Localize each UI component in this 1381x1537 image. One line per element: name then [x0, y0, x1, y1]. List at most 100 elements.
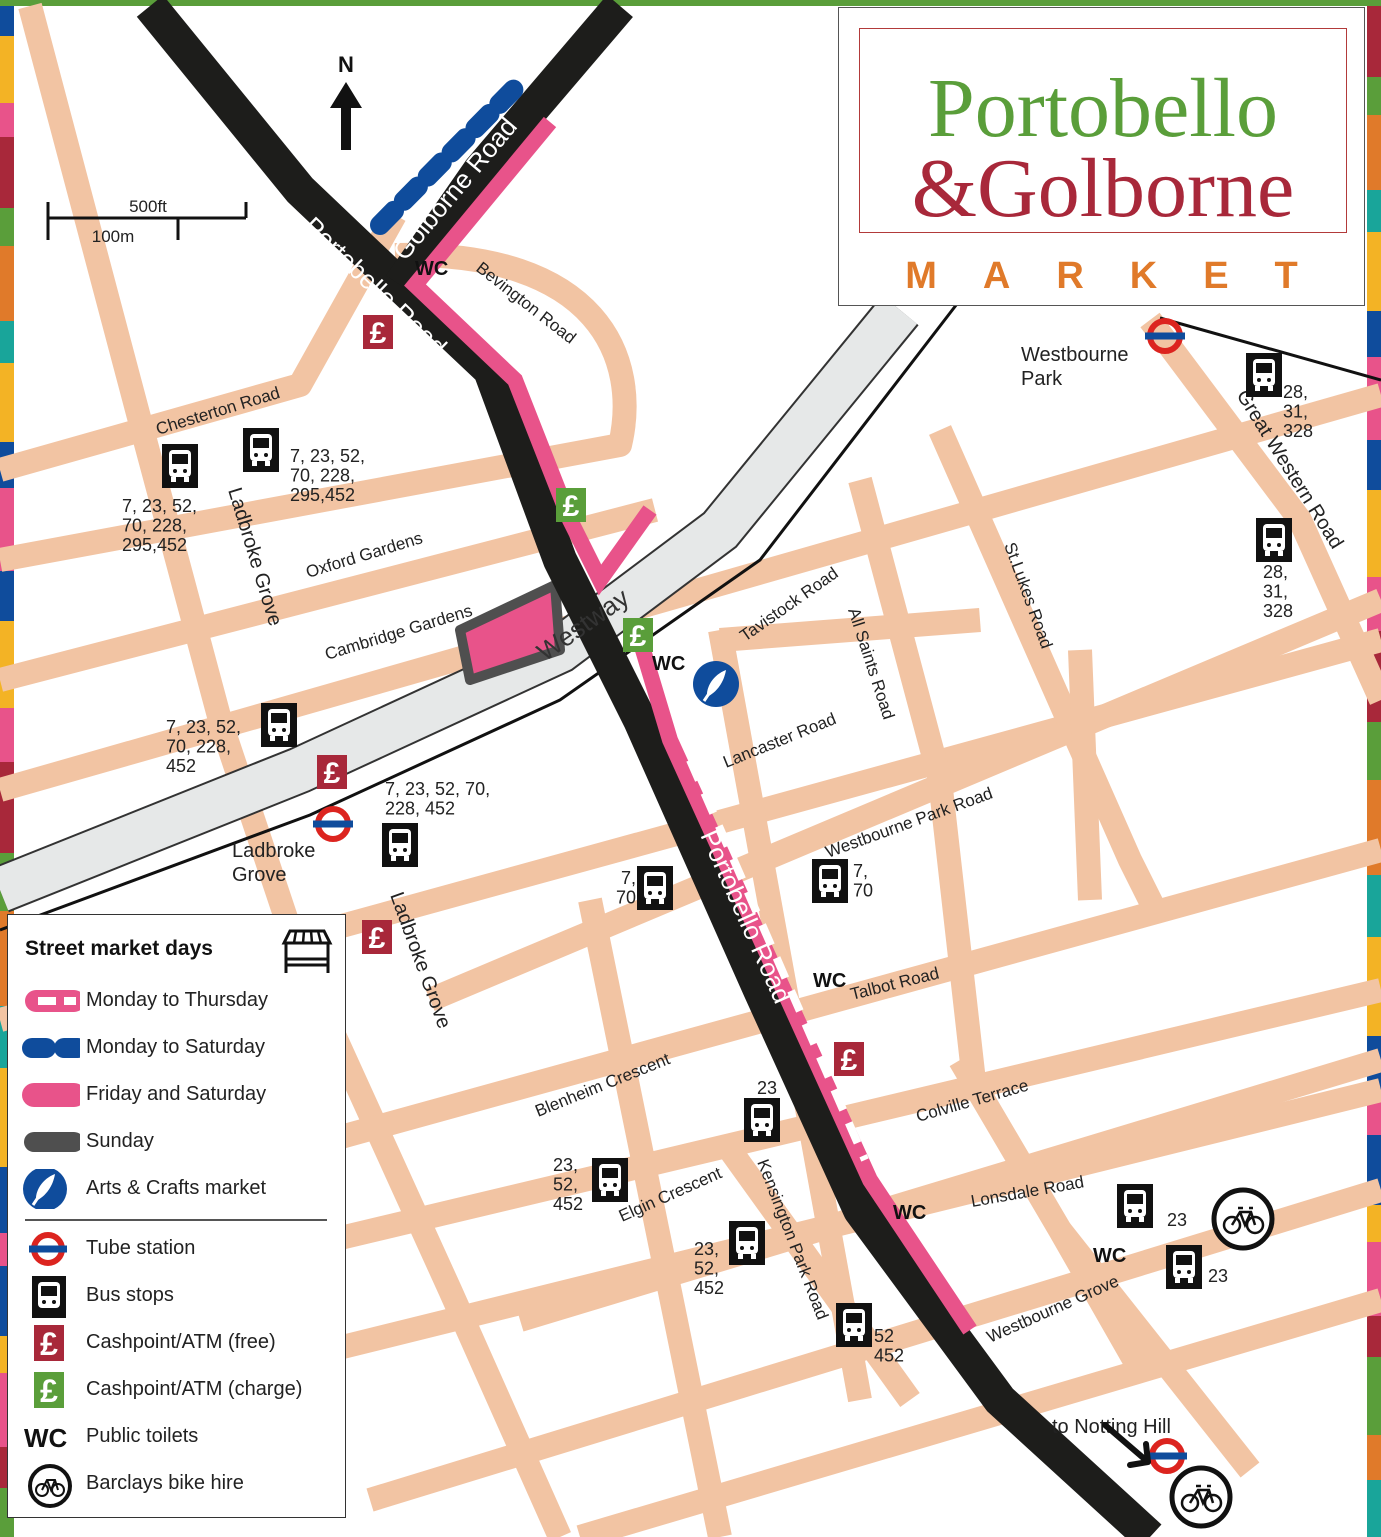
border-stripe	[1367, 77, 1381, 115]
cash-free-icon: £	[18, 1323, 80, 1363]
bus-stop-icon	[1166, 1245, 1202, 1289]
top-border	[0, 0, 1381, 6]
bus-route-label: 7, 23, 52,	[290, 446, 365, 466]
bus-route-label: 295,452	[122, 535, 187, 555]
legend-item: WC Public toilets	[8, 1417, 345, 1457]
border-stripe	[0, 246, 14, 321]
legend-item-label: Cashpoint/ATM (free)	[86, 1331, 276, 1353]
bus-route-label: 70	[616, 888, 636, 908]
bus-route-label: 23	[1208, 1266, 1228, 1286]
legend-item-label: Bus stops	[86, 1284, 174, 1306]
bus-route-label: 452	[166, 756, 196, 776]
legend-item: Monday to Thursday	[8, 981, 345, 1021]
mon-sat-market-line	[370, 75, 528, 235]
wc-talbot: WC	[813, 970, 846, 992]
pink-dashed	[18, 981, 85, 1021]
bus-stop-icon	[812, 859, 848, 903]
border-stripe	[1367, 1205, 1381, 1242]
cashpoint-free-icon	[317, 755, 347, 790]
border-stripe	[1367, 722, 1381, 780]
bus-route-label: 52	[874, 1326, 894, 1346]
title-frame: Portobello &Golborne	[859, 28, 1347, 233]
wc-westbourne-grove: WC	[1093, 1245, 1126, 1267]
legend-item: Barclays bike hire	[8, 1464, 345, 1508]
bus-stop-icon	[382, 823, 418, 867]
title-portobello: Portobello	[928, 62, 1278, 155]
border-stripe	[0, 321, 14, 363]
bus-route-label: 452	[694, 1278, 724, 1298]
bus-icon	[18, 1276, 80, 1318]
wc-westway: WC	[652, 653, 685, 675]
legend-divider	[25, 1219, 327, 1221]
cashpoint-free-icon	[362, 920, 392, 955]
market-stall-icon	[281, 929, 333, 973]
bus-stop-icon	[592, 1158, 628, 1202]
bus-stop-icon	[729, 1221, 765, 1265]
fri-sat-market-line	[404, 116, 657, 596]
place-westbourne-park: Westbourne	[1021, 344, 1128, 366]
legend-item: Bus stops	[8, 1276, 345, 1318]
arts-crafts-icon	[693, 661, 739, 707]
north-label: N	[338, 52, 354, 77]
border-stripe	[1367, 490, 1381, 577]
bus-route-label: 28,	[1263, 562, 1288, 582]
border-stripe	[0, 103, 14, 137]
bus-route-label: 23	[757, 1078, 777, 1098]
border-stripe	[0, 36, 14, 103]
bus-stop-icon	[162, 444, 198, 488]
bike-icon	[18, 1464, 80, 1508]
arrow-to-notting-hill	[1102, 1422, 1151, 1468]
bus-route-label: 7,	[853, 861, 868, 881]
title-golborne: &Golborne	[911, 142, 1295, 235]
wc-golborne: WC	[415, 258, 448, 280]
arts-icon	[18, 1167, 80, 1211]
border-stripe	[0, 621, 14, 708]
legend-item: Friday and Saturday	[8, 1075, 345, 1115]
legend-item-label: Monday to Saturday	[86, 1036, 265, 1058]
bus-route-label: 452	[874, 1346, 904, 1366]
place-ladbroke-grove-2: Grove	[232, 864, 286, 886]
border-stripe	[1367, 1316, 1381, 1357]
bus-route-label: 295,452	[290, 485, 355, 505]
border-stripe	[1367, 6, 1381, 77]
wc-lonsdale: WC	[893, 1202, 926, 1224]
border-stripe	[0, 571, 14, 621]
legend-item-label: Public toilets	[86, 1425, 199, 1447]
bus-route-label: 70, 228,	[166, 737, 231, 757]
grey-solid	[18, 1122, 84, 1162]
bike-hire-icon	[1172, 1468, 1230, 1526]
bus-stop-icon	[1117, 1184, 1153, 1228]
bus-route-label: 70	[853, 881, 873, 901]
border-stripe	[1367, 440, 1381, 490]
legend-title: Street market days	[25, 937, 213, 960]
bus-route-label: 7,	[621, 868, 636, 888]
bus-route-label: 228, 452	[385, 799, 455, 819]
border-stripe	[0, 137, 14, 208]
bus-stop-icon	[261, 703, 297, 747]
border-stripe	[0, 708, 14, 762]
bus-stop-icon	[1246, 353, 1282, 397]
bus-stop-icon	[836, 1303, 872, 1347]
border-stripe	[1367, 232, 1381, 311]
pink-solid	[18, 1075, 86, 1115]
bus-route-label: 7, 23, 52, 70,	[385, 779, 490, 799]
wc-icon: WC	[18, 1417, 80, 1457]
bus-route-label: 52,	[553, 1175, 578, 1195]
legend-item: £Cashpoint/ATM (charge)	[8, 1370, 345, 1410]
fri-sat-market-line-south	[632, 637, 977, 1335]
tube-icon	[18, 1229, 80, 1269]
legend-item: Monday to Saturday	[8, 1028, 345, 1068]
border-stripe	[1367, 1102, 1381, 1135]
border-stripe	[0, 6, 14, 36]
bus-route-label: 7, 23, 52,	[166, 717, 241, 737]
place-westbourne-park-2: Park	[1021, 368, 1063, 390]
border-stripe	[1367, 1357, 1381, 1435]
bus-route-label: 328	[1283, 421, 1313, 441]
cash-charge-icon: £	[18, 1370, 80, 1410]
border-stripe	[1367, 875, 1381, 937]
bus-stop-icon	[243, 428, 279, 472]
legend-item-label: Sunday	[86, 1130, 154, 1152]
blue-dashed	[18, 1028, 88, 1068]
